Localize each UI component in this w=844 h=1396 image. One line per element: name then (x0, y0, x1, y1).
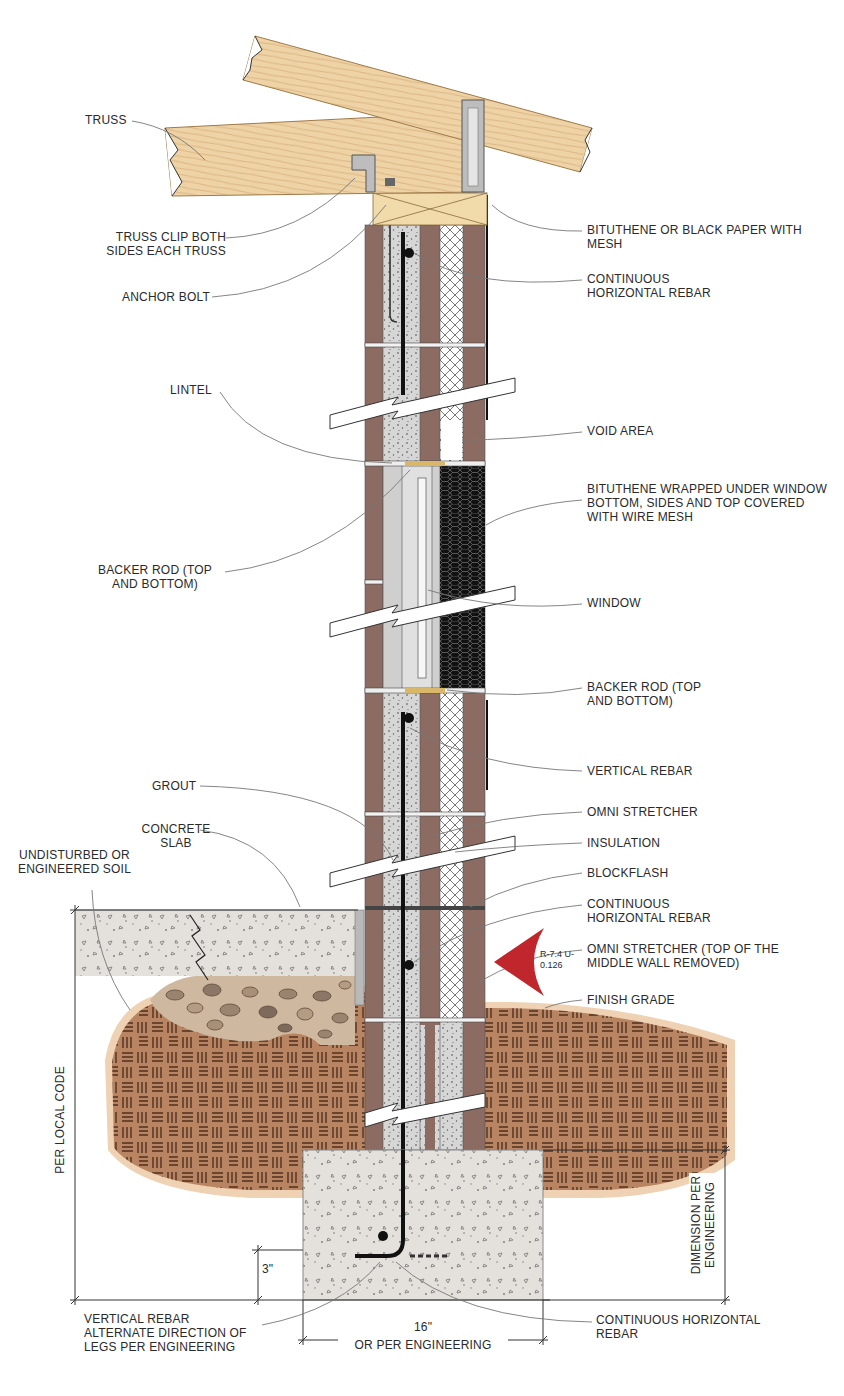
callout-label: BITUTHENE WRAPPED UNDER WINDOW BOTTOM, S… (587, 482, 827, 524)
callout-label: BACKER ROD (TOP AND BOTTOM) (587, 680, 722, 708)
callout-label: VERTICAL REBAR (587, 764, 717, 778)
callout-label: UNDISTURBED OR ENGINEERED SOIL (12, 848, 137, 876)
callout-label: WINDOW (587, 596, 667, 610)
callout-label: CONTINUOUS HORIZONTAL REBAR (587, 272, 722, 300)
rating-chevron: R-7.4 U-0.126 (494, 926, 586, 998)
callout-label: OR PER ENGINEERING (338, 1338, 508, 1352)
callout-label: 16" (403, 1320, 443, 1334)
callout-label: BITUTHENE OR BLACK PAPER WITH MESH (587, 223, 802, 251)
callout-label: VERTICAL REBAR ALTERNATE DIRECTION OF LE… (84, 1312, 262, 1354)
callout-label: DIMENSION PER ENGINEERING (689, 1173, 717, 1277)
callout-label: GROUT (152, 779, 202, 793)
callout-label: ANCHOR BOLT (122, 290, 212, 304)
callout-label: LINTEL (170, 383, 225, 397)
callout-label: OMNI STRETCHER (587, 805, 717, 819)
callout-label: CONCRETE SLAB (136, 822, 216, 850)
callout-label: TRUSS (85, 113, 145, 127)
callout-label: VOID AREA (587, 424, 687, 438)
callout-label: OMNI STRETCHER (TOP OF THE MIDDLE WALL R… (587, 942, 812, 970)
callout-label: FINISH GRADE (587, 993, 707, 1007)
callout-label: BACKER ROD (TOP AND BOTTOM) (84, 563, 226, 591)
callout-label: CONTINUOUS HORIZONTAL REBAR (587, 897, 722, 925)
rating-text: R-7.4 U-0.126 (540, 949, 580, 971)
callout-label: INSULATION (587, 836, 697, 850)
callout-label: PER LOCAL CODE (53, 1050, 67, 1190)
callout-label: TRUSS CLIP BOTH SIDES EACH TRUSS (84, 230, 226, 258)
callout-label: BLOCKFLASH (587, 866, 697, 880)
callout-label: 3" (262, 1262, 282, 1276)
callout-label: CONTINUOUS HORIZONTAL REBAR (596, 1313, 776, 1341)
